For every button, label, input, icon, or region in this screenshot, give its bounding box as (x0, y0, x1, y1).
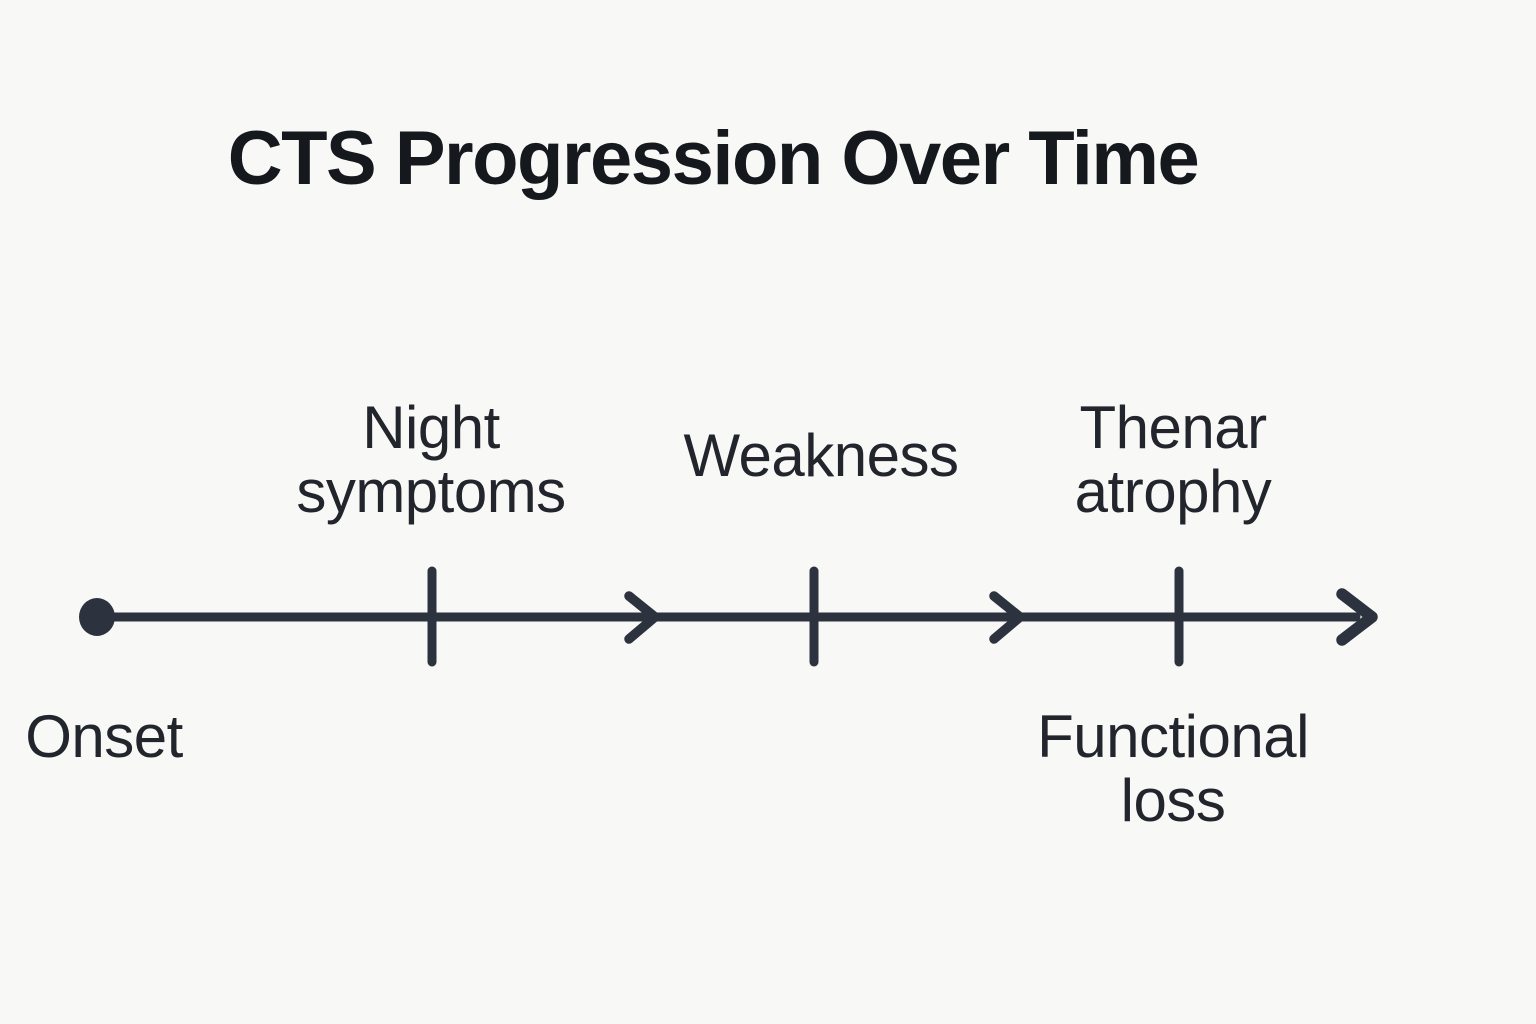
timeline-arrowhead-icon (1336, 588, 1378, 646)
page-title: CTS Progression Over Time (227, 116, 1200, 201)
label-night-symptoms: Night symptoms (296, 394, 566, 526)
direction-arrow-icon (624, 591, 660, 644)
label-weakness: Weakness (683, 422, 959, 489)
label-functional-loss: Functional loss (1037, 703, 1309, 835)
label-thenar-atrophy: Thenar atrophy (1074, 394, 1272, 526)
onset-dot (79, 598, 115, 636)
label-onset: Onset (25, 703, 183, 770)
direction-arrow-icon (989, 591, 1025, 644)
